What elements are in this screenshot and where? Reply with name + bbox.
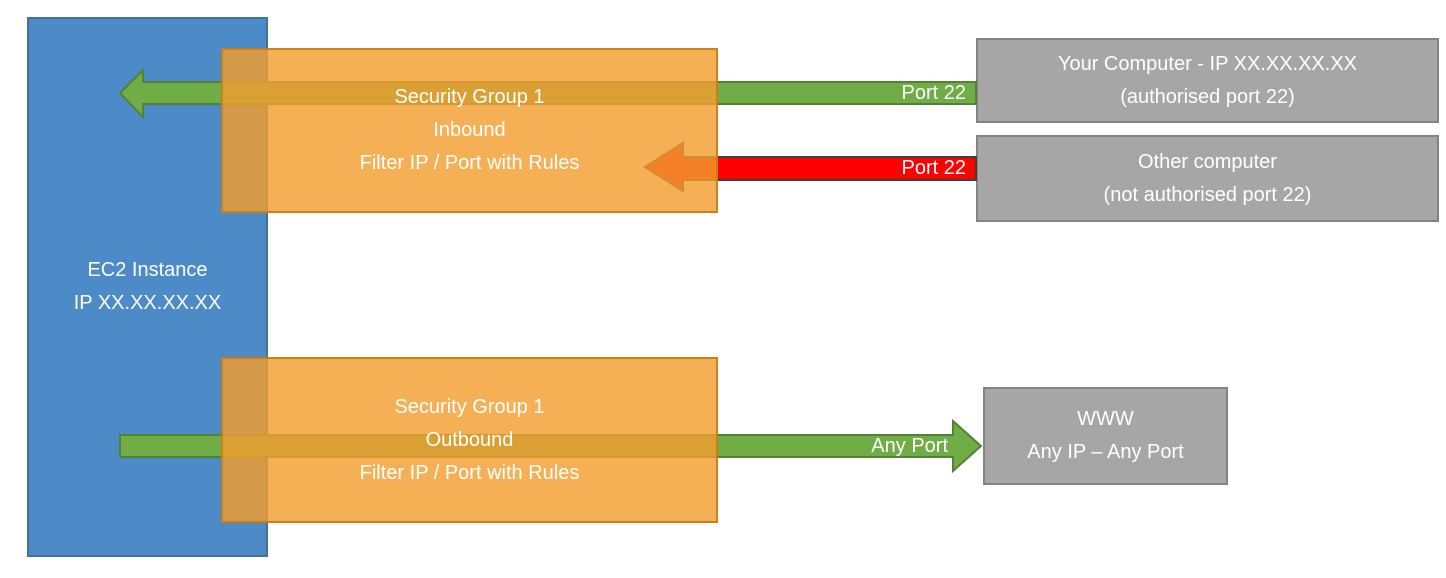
www-label-line2: Any IP – Any Port xyxy=(1027,441,1184,463)
inbound-allowed-arrow-label: Port 22 xyxy=(901,82,966,104)
other-computer-label-line1: Other computer xyxy=(1138,150,1277,173)
security-group-inbound-box: Security Group 1 Inbound Filter IP / Por… xyxy=(221,48,718,213)
security-group-inbound-line2: Inbound xyxy=(433,119,506,141)
www-label-line1: WWW xyxy=(1077,408,1134,430)
other-computer-label-line2: (not authorised port 22) xyxy=(1103,183,1312,206)
other-computer-box: Other computer (not authorised port 22) xyxy=(976,135,1439,222)
your-computer-label-line2: (authorised port 22) xyxy=(1120,85,1295,108)
your-computer-label-line1: Your Computer - IP XX.XX.XX.XX xyxy=(1057,52,1358,75)
security-group-outbound-line1: Security Group 1 xyxy=(394,395,545,418)
ec2-instance-label-line2: IP XX.XX.XX.XX xyxy=(73,292,222,314)
inbound-blocked-arrow-label: Port 22 xyxy=(901,157,966,179)
security-group-outbound-line2: Outbound xyxy=(425,428,514,451)
your-computer-box: Your Computer - IP XX.XX.XX.XX (authoris… xyxy=(976,38,1439,123)
security-group-inbound-line3: Filter IP / Port with Rules xyxy=(359,152,580,174)
www-box: WWW Any IP – Any Port xyxy=(983,387,1228,485)
security-group-outbound-line3: Filter IP / Port with Rules xyxy=(359,461,580,484)
outbound-allowed-arrow-label: Any Port xyxy=(871,435,948,457)
security-group-outbound-box: Security Group 1 Outbound Filter IP / Po… xyxy=(221,357,718,523)
security-group-inbound-line1: Security Group 1 xyxy=(394,86,545,108)
ec2-instance-label-line1: EC2 Instance xyxy=(87,259,208,281)
